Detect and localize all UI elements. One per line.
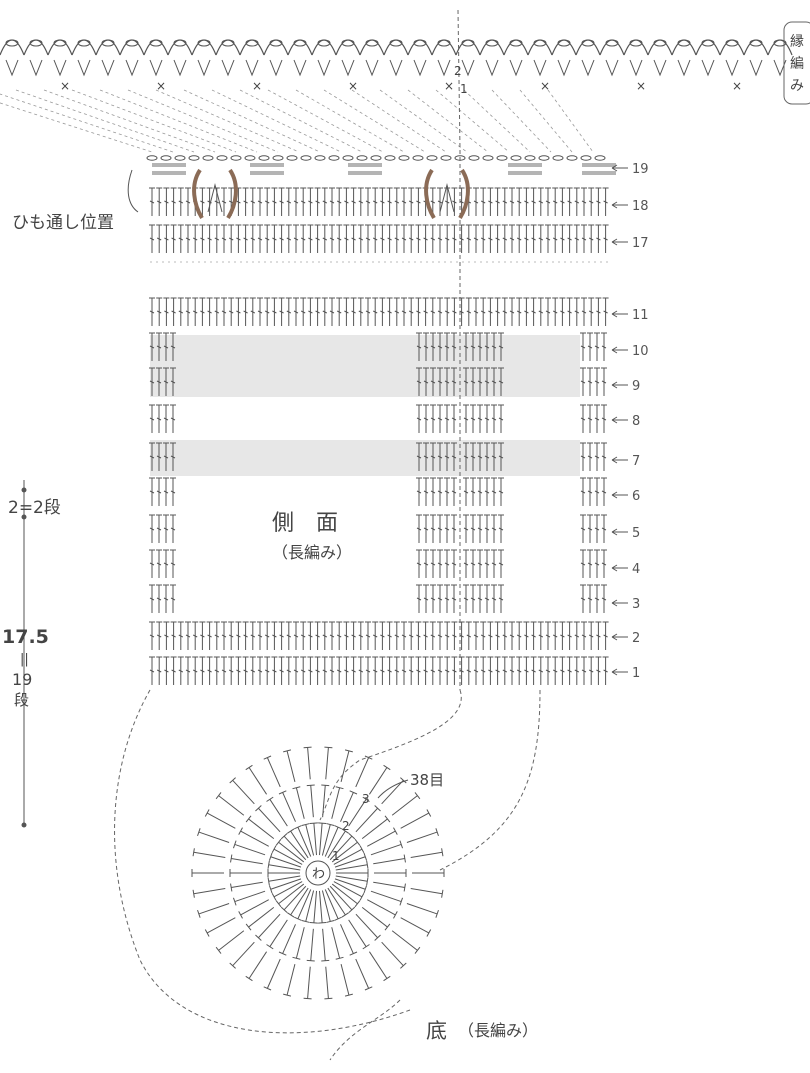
row-number: 5 xyxy=(632,526,640,541)
row-arrow-head xyxy=(611,491,618,499)
row-number: 4 xyxy=(632,562,640,577)
row-number: 8 xyxy=(632,414,640,429)
row-arrow-head xyxy=(611,599,618,607)
svg-text:×: × xyxy=(252,79,262,93)
row-arrow-head xyxy=(611,633,618,641)
row-arrow-head xyxy=(611,346,618,354)
bottom-round-chart: わ1 23 xyxy=(191,746,445,1000)
dimension-unit-label: 段 xyxy=(14,691,29,709)
row-number-column: 1 2 3 4 5 6 7 8 9 10 11 17 18 19 xyxy=(611,162,649,681)
connector-center xyxy=(319,689,462,821)
row-number: 18 xyxy=(632,199,649,214)
dimension-indicator xyxy=(21,480,27,828)
row-arrow-head xyxy=(611,164,618,172)
row-number: 7 xyxy=(632,454,640,469)
edge-note-label: 縁 編 み xyxy=(790,34,808,94)
side-stitch-label: （長編み） xyxy=(272,543,352,562)
dimension-dot-mid xyxy=(21,514,27,520)
bottom-stitch-label: （長編み） xyxy=(458,1021,538,1040)
gauge-label: 2=2段 xyxy=(8,498,61,518)
dimension-equals-label: || xyxy=(20,652,29,667)
bottom-round-number: 1 xyxy=(332,849,340,863)
bottom-title: 底 xyxy=(426,1019,447,1043)
stitch-count-leader xyxy=(377,779,409,799)
row-arrow-head xyxy=(611,381,618,389)
dimension-dot-bottom xyxy=(21,822,27,828)
dimension-dot-top xyxy=(21,487,27,493)
side-stitch-grid xyxy=(146,155,610,685)
edge-step-1: 1 xyxy=(460,82,468,96)
dimension-rows-label: 19 xyxy=(12,670,32,689)
row-arrow-head xyxy=(611,564,618,572)
svg-text:×: × xyxy=(636,79,646,93)
edging-guide-lines xyxy=(0,9,594,153)
drawstring-markers xyxy=(152,163,616,220)
row-number: 1 xyxy=(632,666,640,681)
connector-bottom xyxy=(329,999,401,1061)
row-arrow-head xyxy=(611,416,618,424)
row-arrow-head xyxy=(611,528,618,536)
svg-text:×: × xyxy=(444,79,454,93)
bottom-round-number: 2 xyxy=(342,819,350,833)
row-arrow-head xyxy=(611,201,618,209)
row-number: 10 xyxy=(632,344,649,359)
svg-text:×: × xyxy=(540,79,550,93)
row-number: 11 xyxy=(632,308,649,323)
stitch-count-label: 38目 xyxy=(410,771,444,789)
row-arrow-head xyxy=(611,238,618,246)
side-title: 側 面 xyxy=(272,511,338,536)
connector-curves xyxy=(114,689,541,1061)
row-arrow-head xyxy=(611,668,618,676)
svg-text:×: × xyxy=(156,79,166,93)
connector-right xyxy=(439,689,541,871)
gray-band-row-7 xyxy=(150,440,580,476)
row-number: 17 xyxy=(632,236,649,251)
row-number: 9 xyxy=(632,379,640,394)
svg-text:×: × xyxy=(60,79,70,93)
edge-step-2: 2 xyxy=(454,64,462,78)
drawstring-position-label: ひも通し位置 xyxy=(12,213,114,233)
svg-text:わ: わ xyxy=(312,867,325,882)
row-arrow-head xyxy=(611,456,618,464)
row-number: 19 xyxy=(632,162,649,177)
bottom-round-number: 3 xyxy=(362,792,370,806)
connector-left xyxy=(114,689,411,1034)
shaded-bands xyxy=(150,335,580,476)
edge-note-box: 縁 編 み xyxy=(783,21,810,105)
edge-note-frame xyxy=(783,21,810,105)
row-number: 3 xyxy=(632,597,640,612)
row-number: 6 xyxy=(632,489,640,504)
dimension-cm-label: 17.5 xyxy=(2,626,49,648)
drawstring-leader-line xyxy=(127,169,139,213)
gray-band-rows-9-10 xyxy=(150,335,580,397)
row-arrow-head xyxy=(611,310,618,318)
edging-scallops: × × × × × × × × xyxy=(0,39,793,93)
svg-text:×: × xyxy=(348,79,358,93)
svg-text:×: × xyxy=(732,79,742,93)
row-number: 2 xyxy=(632,631,640,646)
